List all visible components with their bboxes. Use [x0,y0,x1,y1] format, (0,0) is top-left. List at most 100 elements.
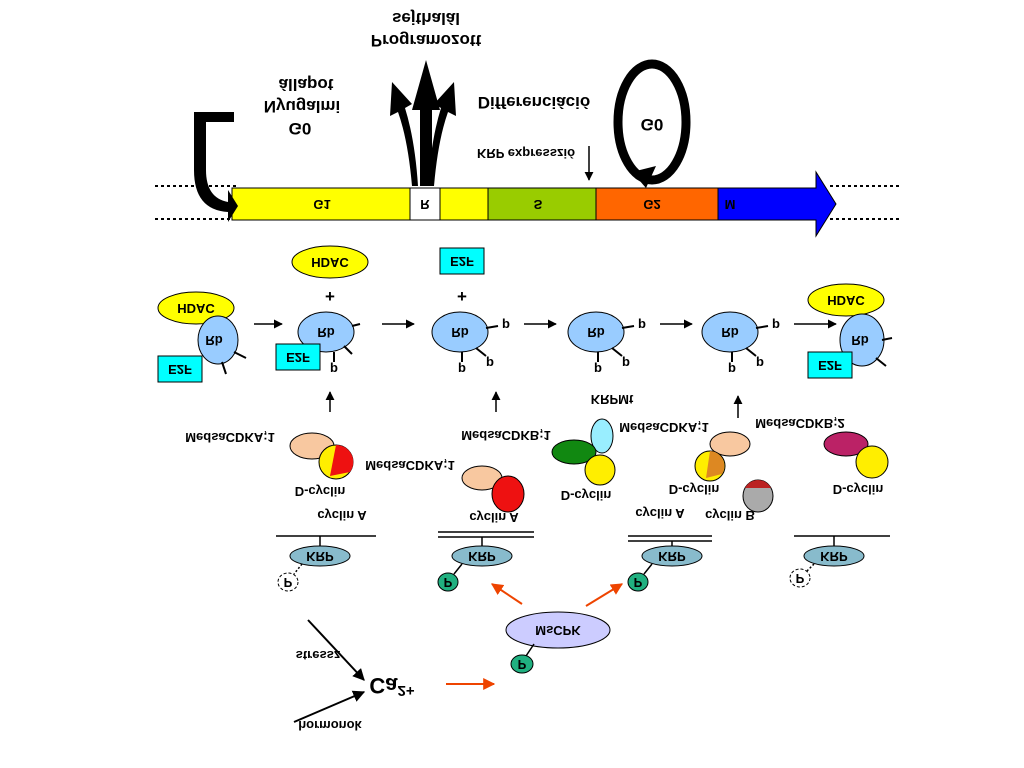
rb-3-label: Rb [451,325,468,340]
phos-4 [789,568,811,588]
rb-complex-6: HDAC Rb E2F [807,283,893,379]
orange-arrow-right [585,583,624,607]
mscpk-label: MsCPK [535,623,581,638]
krpm-label: KRPMt [591,392,634,407]
cdk-complex-5: MedsaCDKB;2 D-cyclin [755,416,889,497]
hormonok-label: hormonok [298,718,362,733]
dcyclin-1-label: D-cyclin [295,484,346,499]
krp-1 [289,545,351,567]
rb-complex-2: HDAC + Rb E2F p [275,245,369,377]
orange-arrow-left [491,583,523,605]
phos-3 [627,572,649,592]
rb-3 [431,311,489,353]
cdk-tan-4 [709,431,751,457]
cdk-complex-1: MedsaCDKA;1 MedsaCDKA;1 D-cyclin cyclin … [185,430,455,523]
dcyclin-4-label: D-cyclin [669,482,720,497]
e2f-2 [275,343,321,371]
cyclinA-2-label: cyclin A [469,510,519,525]
ca-charge: 2+ [398,682,415,699]
rb-1 [197,315,239,365]
cyclin-3 [584,454,616,486]
hdac-6-label: HDAC [827,293,865,308]
nyugalmi-label: Nyugalmi [264,97,341,116]
hdac-2 [291,245,369,279]
p-4c: p [622,356,630,371]
ca-text: Ca [369,673,398,698]
cyclin-5 [855,445,889,479]
krp-group-3: KRP P [627,535,712,592]
rb-5-label: Rb [721,325,738,340]
rb-6-label: Rb [851,333,868,348]
cdk-complex-2: MedsaCDKB;1 cyclin A [461,428,551,525]
phase-g1-b [439,187,489,221]
e2f-1 [157,355,203,383]
phos-1 [277,572,299,592]
p-5b: p [728,362,736,377]
krp-4 [803,545,865,567]
phase-r-label: R [420,197,430,212]
rb-4-label: Rb [587,325,604,340]
krp-2 [451,545,513,567]
cyclin-2 [491,475,525,513]
e2f-3 [439,247,485,275]
hormonok-arrow [293,690,366,723]
krp-1-label: KRP [306,549,334,564]
cdka1-left-label: MedsaCDKA;1 [185,430,275,445]
e2f-6-label: E2F [818,358,842,373]
cdk-magenta [823,431,869,457]
allapot-label: állapot [279,75,334,94]
phase-g1 [231,187,411,221]
phase-m-label: M [725,197,736,212]
exit-arrows-r [390,60,456,186]
e2f-6 [807,351,853,379]
rb-complex-4: Rb p p p [567,311,646,377]
phase-s-label: S [534,197,543,212]
differenciacio-label: Differenciáció [478,93,590,112]
phos-2 [437,572,459,592]
cell-cycle-bar: G1 R S G2 M [155,170,900,238]
g0-exit-arrow [194,112,238,222]
plus-2: + [457,287,467,306]
e2f-3-label: E2F [450,254,474,269]
sejthalal-label: sejthalál [392,9,460,28]
rb-complex-3: E2F + Rb p p p [431,247,510,377]
phase-g2-label: G2 [643,197,660,212]
rb-4 [567,311,625,353]
p-5c: p [756,356,764,371]
cdk-complex-4: MedsaCDKA;1 D-cyclin cyclin A cyclin B [619,420,774,523]
rb-5 [701,311,759,353]
stressz-arrow [307,619,365,681]
cdk-green [551,439,597,465]
e2f-2-label: E2F [286,350,310,365]
p-3a: p [502,318,510,333]
stressz-label: stressz [296,648,341,663]
mscpk [505,611,611,649]
cdkb2-label: MedsaCDKB;2 [755,416,845,431]
krp-3 [641,545,703,567]
krp-3-label: KRP [658,549,686,564]
plus-1: + [325,287,335,306]
cdk-complex-3: KRPMt D-cyclin [551,392,634,503]
cyclinB-label: cyclin B [705,508,755,523]
hdac-6 [807,283,885,317]
p-3b: p [458,362,466,377]
e2f-1-label: E2F [168,362,192,377]
phos-4-label: P [796,571,805,586]
cdka1-right-label: MedsaCDKA;1 [619,420,709,435]
phos-mscpk-label: P [518,657,527,672]
programozott-label: Programozott [371,31,482,50]
g0-left-label: G0 [289,119,312,138]
g0-right-label: G0 [641,115,664,134]
cdka1-mid-label: MedsaCDKA;1 [365,458,455,473]
krp-expresszio-label: KRP expresszió [477,146,575,161]
phos-2-label: P [444,575,453,590]
phos-mscpk [510,654,534,674]
phase-s [487,187,597,221]
rb-complex-5: Rb p p p [701,311,780,377]
phase-m [717,170,837,238]
dcyclin-3-label: D-cyclin [561,488,612,503]
rb-complex-1: HDAC Rb E2F [157,291,247,383]
krp-group-4: KRP P [789,535,890,588]
g0-loop [613,59,691,188]
